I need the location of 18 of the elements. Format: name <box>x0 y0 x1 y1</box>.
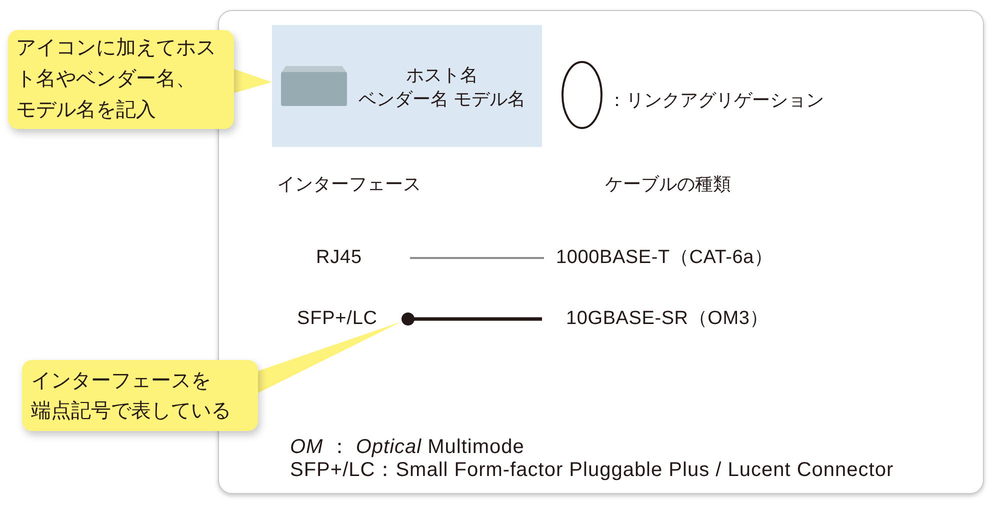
speech-bubble <box>22 360 258 431</box>
interface-label: SFP+/LC <box>297 307 378 331</box>
endpoint-dot <box>402 312 414 326</box>
legend-text: 1000BASE-T（CAT-6a） <box>556 246 774 270</box>
callout-text: インターフェースを端点記号で表している <box>31 369 232 424</box>
column-heading: インターフェース <box>277 173 421 196</box>
host-box <box>272 25 542 147</box>
legend-text: ：リンクアグリゲーション <box>608 89 824 112</box>
note-text: SFP+/LC：Small Form-factor Pluggable Plus / Lucent Connector <box>290 458 894 482</box>
speech-bubble <box>8 30 234 129</box>
note-text: OM ： Optical Multimode <box>290 435 524 459</box>
host-name-label: ホスト名 <box>406 64 478 86</box>
column-heading: ケーブルの種類 <box>605 173 731 196</box>
callout-text: アイコンに加えてホスト名やベンダー名、モデル名を記入 <box>16 36 217 123</box>
vendor-model-label: ベンダー名 モデル名 <box>358 88 526 110</box>
interface-label: RJ45 <box>316 246 362 270</box>
legend-text: 10GBASE-SR（OM3） <box>566 307 769 331</box>
callout-pointer <box>234 69 272 93</box>
